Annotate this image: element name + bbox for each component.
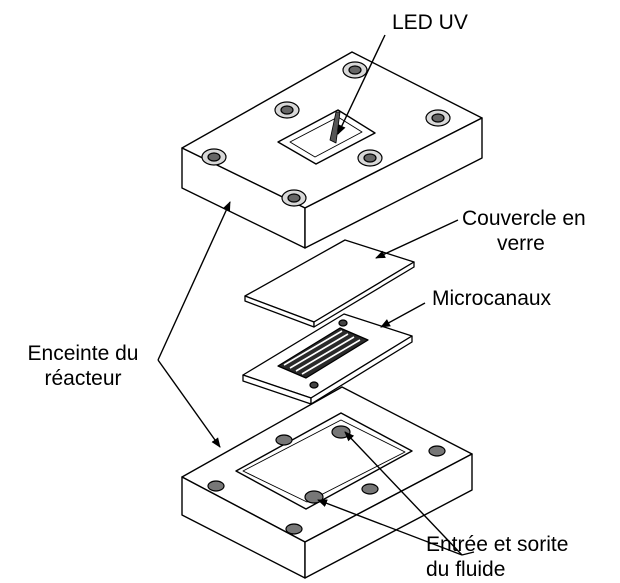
outlet-arrow bbox=[317, 499, 463, 556]
label-microchannels-text: Microcanaux bbox=[432, 287, 552, 310]
cover-arrow bbox=[375, 219, 459, 259]
inlet-arrow bbox=[344, 431, 463, 556]
glass-cover bbox=[244, 239, 415, 328]
channels-arrow bbox=[380, 302, 426, 328]
enclosure-arrow-top bbox=[157, 201, 231, 361]
fluid-leader-tick bbox=[461, 551, 475, 556]
label-glass-cover-line1: Couvercle en bbox=[462, 207, 586, 230]
top-housing bbox=[181, 51, 483, 249]
label-fluid-inlet-outlet: Entrée et sorite du fluide bbox=[426, 532, 568, 582]
label-led-uv: LED UV bbox=[392, 10, 468, 35]
label-led-uv-text: LED UV bbox=[392, 11, 468, 34]
label-fluid-line1: Entrée et sorite bbox=[426, 533, 569, 556]
top-screw-holes bbox=[201, 61, 451, 207]
enclosure-arrow-bottom bbox=[157, 359, 221, 448]
label-microchannels: Microcanaux bbox=[432, 286, 551, 311]
label-reactor-enclosure: Enceinte du réacteur bbox=[10, 341, 156, 391]
leader-lines bbox=[157, 34, 475, 556]
microchannel-plate bbox=[242, 313, 413, 405]
bottom-housing bbox=[181, 386, 473, 579]
label-glass-cover-line2: verre bbox=[497, 232, 545, 255]
label-enclosure-line1: Enceinte du bbox=[27, 342, 139, 365]
label-fluid-line2: du fluide bbox=[426, 558, 506, 581]
label-glass-cover: Couvercle en verre bbox=[462, 206, 586, 256]
led-arrow bbox=[337, 34, 386, 135]
label-enclosure-line2: réacteur bbox=[44, 367, 122, 390]
